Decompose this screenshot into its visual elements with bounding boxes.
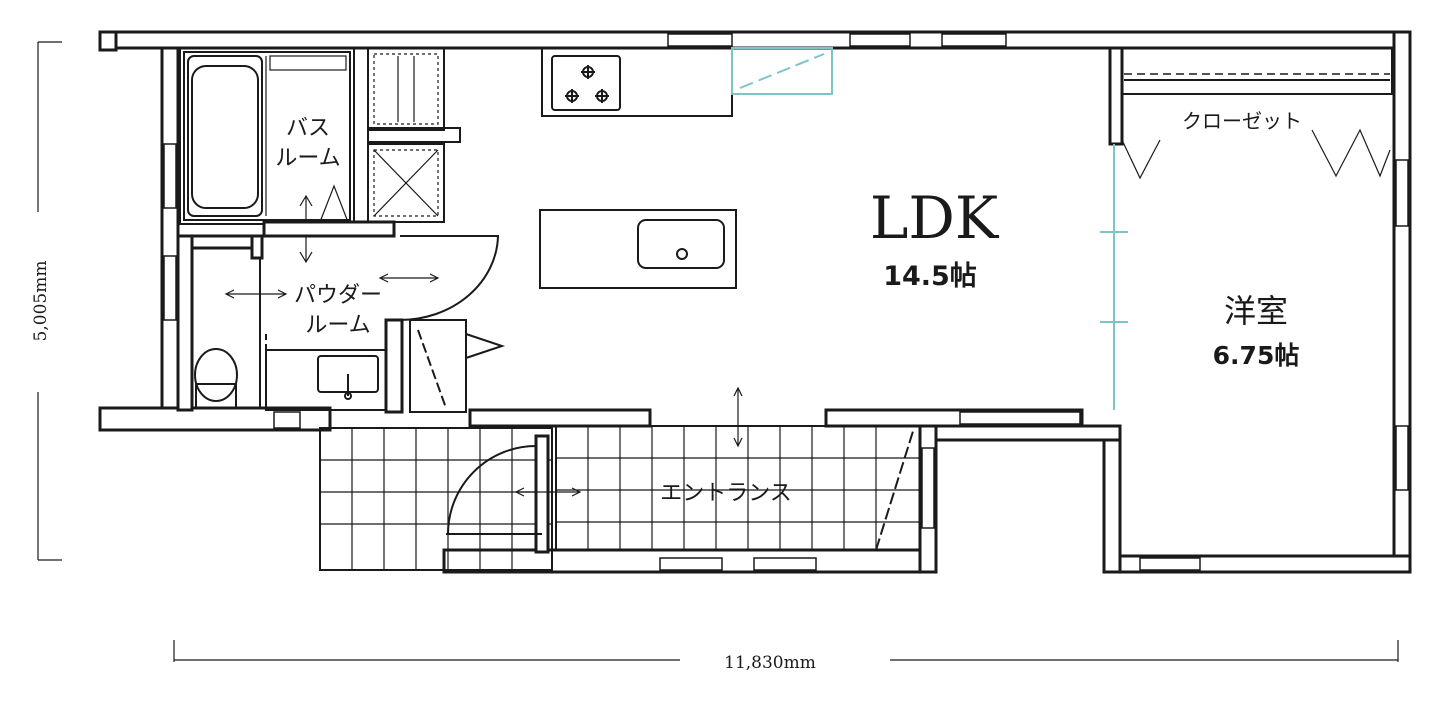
powder-label-line1: パウダー: [294, 283, 382, 308]
powder-room: パウダー ルーム: [176, 220, 500, 414]
kitchen: [367, 47, 833, 289]
bath-label-line2: ルーム: [275, 146, 340, 171]
ldk-room-size: 14.5帖: [883, 261, 977, 292]
height-dimension-label: 5,005mm: [31, 261, 51, 342]
windows: [163, 33, 1409, 571]
back-counter: [541, 47, 733, 117]
height-dimension: 5,005mm: [31, 41, 62, 561]
width-dimension: 11,830mm: [173, 640, 1399, 673]
bath-label-line1: バス: [286, 116, 330, 141]
entrance: エントランス: [319, 319, 921, 571]
stove: [551, 55, 621, 111]
closet-label: クローゼット: [1182, 109, 1302, 133]
toilet: [194, 348, 238, 402]
ldk-room: LDK 14.5帖: [870, 184, 1000, 292]
closet: [1121, 47, 1393, 95]
entrance-label: エントランス: [660, 481, 792, 506]
ldk-room-name: LDK: [870, 184, 1000, 252]
powder-label-line2: ルーム: [305, 313, 370, 338]
western-room: クローゼット 洋室 6.75帖: [1100, 47, 1393, 410]
bathtub: [187, 55, 263, 217]
kitchen-island: [539, 209, 737, 289]
western-room-size: 6.75帖: [1213, 341, 1300, 370]
bath-room: バス ルーム: [179, 47, 355, 264]
kitchen-window: [731, 47, 833, 95]
width-dimension-label: 11,830mm: [724, 653, 816, 673]
western-room-name: 洋室: [1224, 292, 1288, 330]
sink: [637, 219, 725, 269]
